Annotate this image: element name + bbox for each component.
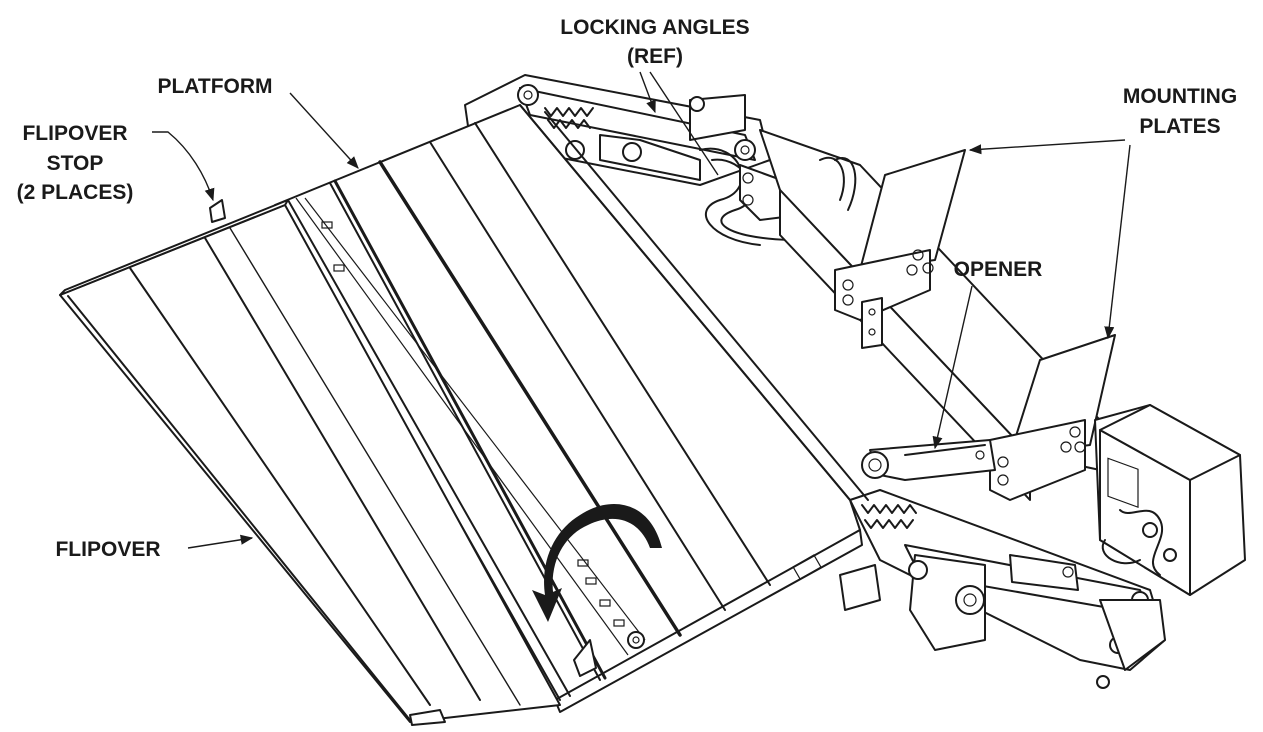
rotation-arrow [532,503,662,622]
flipover-label: FLIPOVER [55,538,160,561]
locking-angles-ref-label: (REF) [627,45,683,68]
lower-arm-assembly [839,489,1166,689]
lower-mounting-plate [989,334,1116,501]
platform-label: PLATFORM [157,75,272,98]
label-mounting-plates: MOUNTING PLATES [968,85,1237,340]
label-platform: PLATFORM [157,75,359,169]
flipover-stop-label-line3: (2 PLACES) [17,181,134,204]
pump-box [1094,404,1246,596]
label-opener: OPENER [932,258,1043,450]
label-flipover-stop: FLIPOVER STOP (2 PLACES) [17,122,215,204]
flipover-stop [209,199,597,677]
flipover-stop-label-line1: FLIPOVER [22,122,127,145]
flipover-stop-label-line2: STOP [47,152,104,175]
opener [861,439,996,481]
upper-mounting-plate [834,149,966,349]
mounting-plates-label-line2: PLATES [1139,115,1220,138]
label-locking-angles: LOCKING ANGLES (REF) [560,16,750,176]
platform [274,104,869,713]
label-flipover: FLIPOVER [55,534,254,561]
upper-arm-assembly [464,74,801,246]
opener-label: OPENER [954,258,1043,281]
locking-angles-label: LOCKING ANGLES [560,16,749,39]
hinge-knuckles [321,221,625,627]
upper-spring [544,107,594,129]
lower-spring [861,504,917,529]
flipover [59,199,561,726]
mounting-plates-label-line1: MOUNTING [1123,85,1237,108]
